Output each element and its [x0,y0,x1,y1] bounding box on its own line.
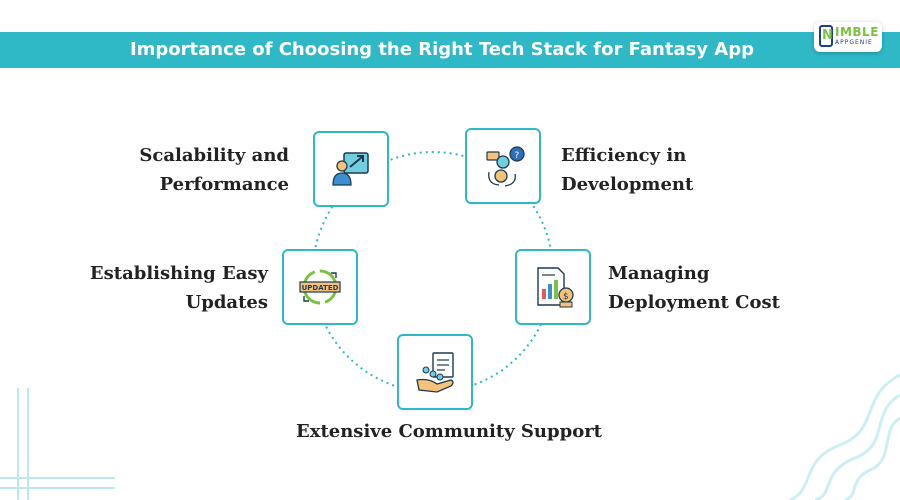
updated-badge-text: UPDATED [302,284,339,292]
page-title: Importance of Choosing the Right Tech St… [129,39,755,60]
presentation-growth-icon [332,152,369,186]
label-scalability: Scalability and Performance [139,145,289,195]
node-scalability [313,131,389,207]
logo-wordmark: IMBLE [835,25,879,39]
svg-text:$: $ [563,292,569,302]
corner-waves [789,373,900,500]
corner-lines [0,388,115,500]
cost-report-icon: $ [537,267,574,308]
logo-tagline: APPGENIE [835,39,873,46]
node-deployment-cost: $ [515,249,591,325]
node-community-support [397,334,473,410]
brand-logo: N IMBLE APPGENIE [814,22,882,52]
logo-mark: N [819,25,833,47]
development-gears-icon: ? [486,146,525,187]
label-deployment-cost: Managing Deployment Cost [608,263,780,313]
community-support-icon [416,352,454,393]
node-efficiency: ? [465,128,541,204]
node-easy-updates: UPDATED [282,249,358,325]
label-easy-updates: Establishing Easy Updates [89,263,268,313]
label-community-support: Extensive Community Support [296,421,602,442]
label-efficiency: Efficiency in Development [561,145,694,195]
svg-text:?: ? [515,151,520,161]
updated-stamp-icon: UPDATED [299,269,341,305]
title-banner: Importance of Choosing the Right Tech St… [0,32,900,68]
